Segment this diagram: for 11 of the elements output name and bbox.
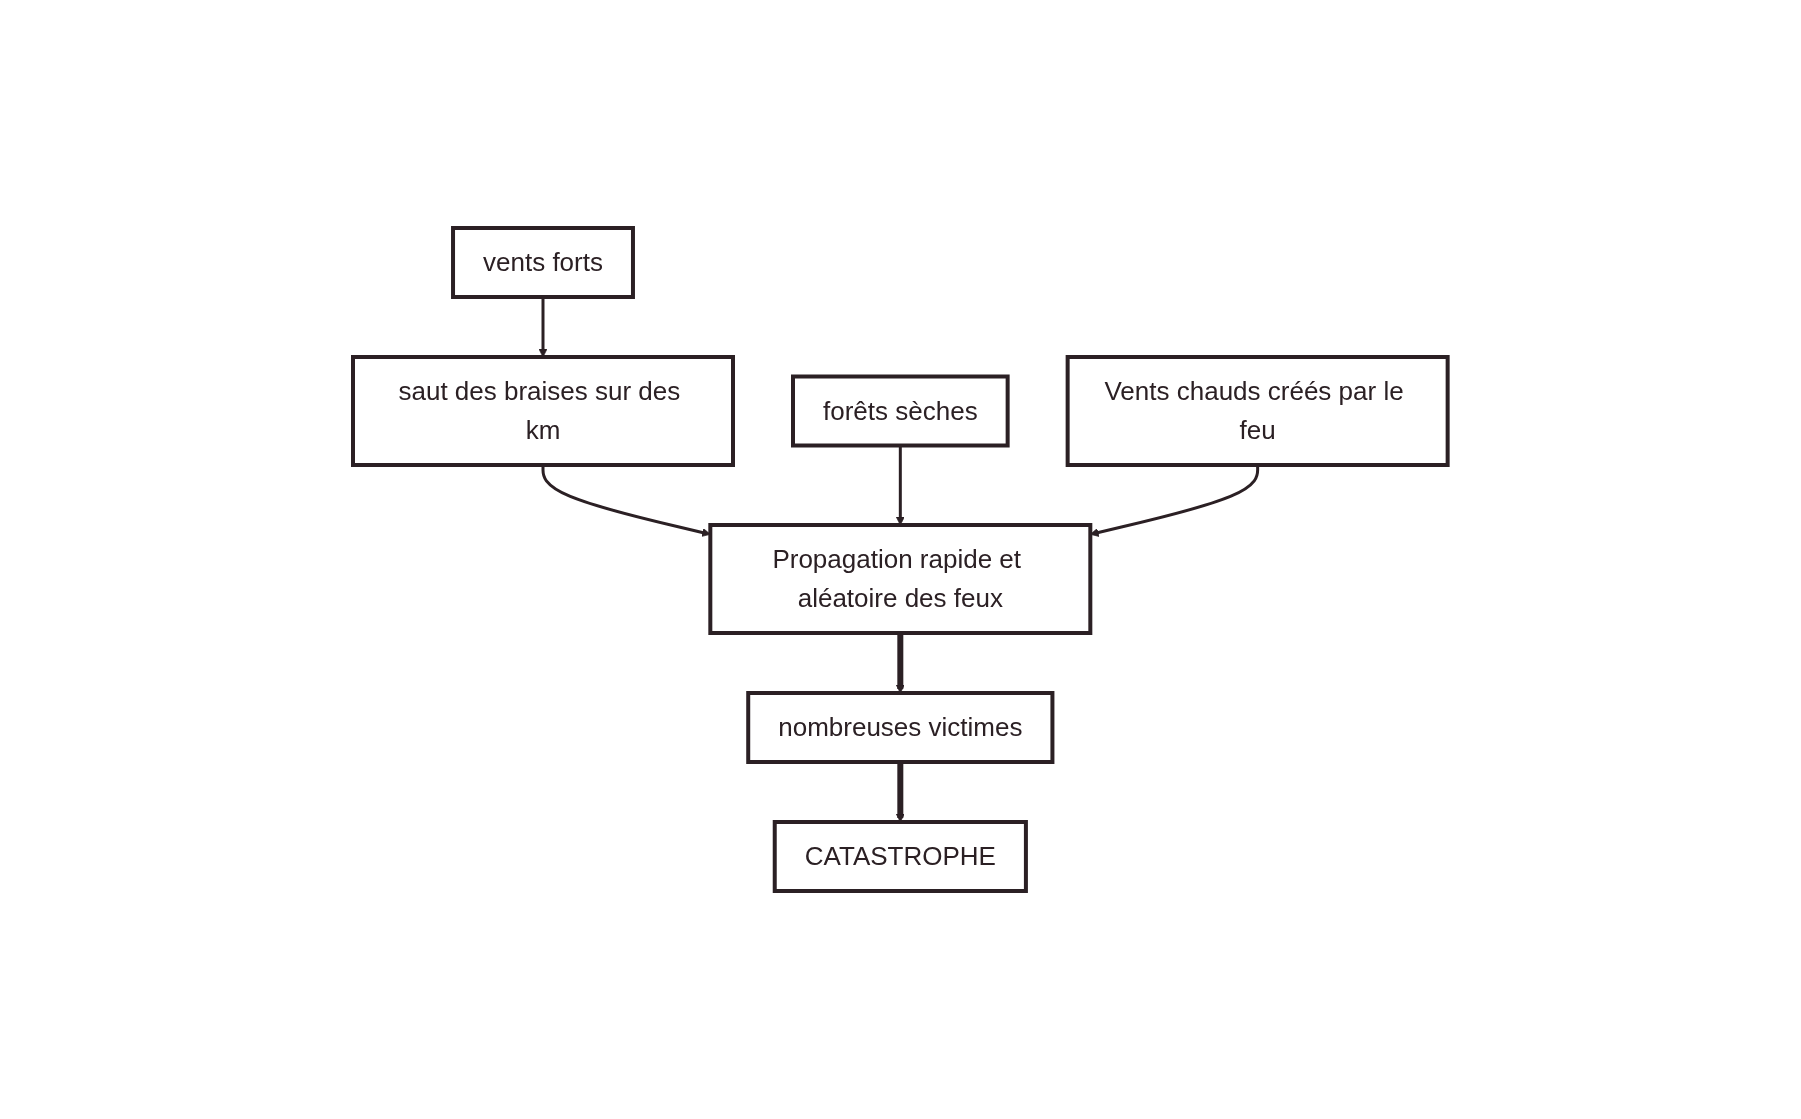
node-box: CATASTROPHE [772, 820, 1029, 893]
node-box: forêts sèches [791, 374, 1010, 448]
node-box: vents forts [451, 226, 636, 299]
arrow [896, 633, 905, 694]
arrow [896, 762, 905, 823]
arrow [538, 297, 548, 358]
node-box: Propagation rapide et aléatoire des feux [708, 523, 1093, 635]
node-box: saut des braises sur des km [351, 355, 736, 467]
node-box: nombreuses victimes [746, 691, 1055, 764]
arrow [896, 445, 905, 526]
node-box: Vents chauds créés par le feu [1065, 355, 1450, 467]
